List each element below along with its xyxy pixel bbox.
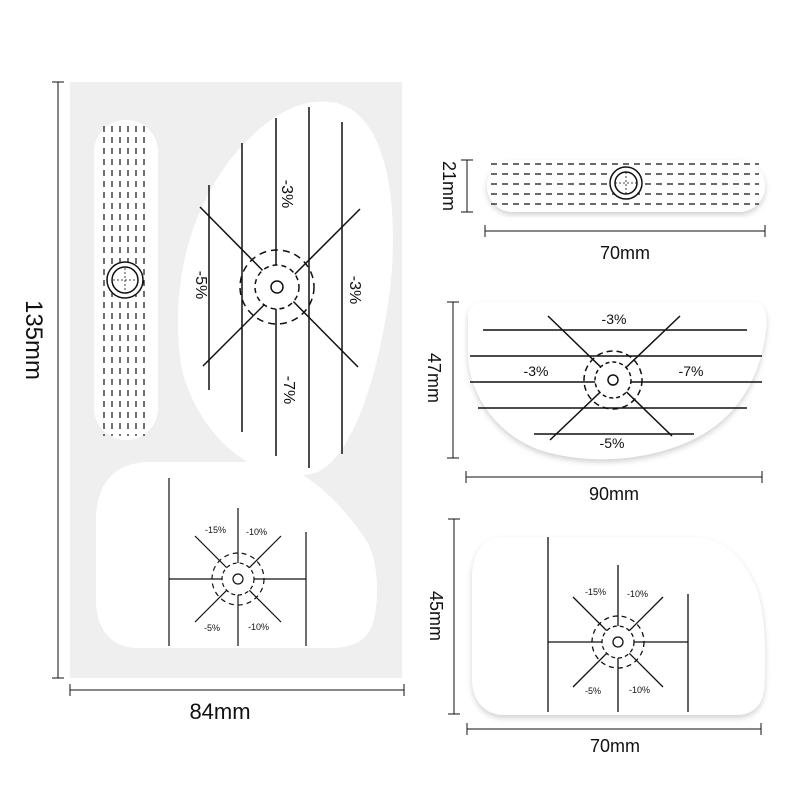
driver-label-right: -7%	[679, 363, 704, 379]
sheet-putter-label-bottom-left: -5%	[204, 623, 220, 633]
sheet-driver-label-top: -3%	[278, 180, 295, 208]
strip-height-label: 21mm	[439, 161, 459, 211]
strip-target-icon	[609, 166, 643, 200]
sheet-putter-label-top-left: -15%	[205, 525, 226, 535]
putter-label-bottom-right: -10%	[629, 685, 650, 695]
putter-label-bottom-left: -5%	[585, 686, 601, 696]
sheet-strip-target-icon	[106, 261, 144, 299]
putter-height-dimension	[448, 518, 460, 715]
sheet-putter-label-bottom-right: -10%	[248, 622, 269, 632]
sheet-width-label: 84mm	[189, 699, 250, 724]
putter-height-label: 45mm	[426, 591, 446, 641]
putter-width-label: 70mm	[590, 736, 640, 756]
driver-width-label: 90mm	[589, 484, 639, 504]
sheet-putter-sticker: -15% -10% -5% -10%	[96, 462, 378, 648]
sheet-putter-label-top-right: -10%	[246, 527, 267, 537]
sheet-width-dimension	[69, 684, 405, 696]
strip-sticker	[487, 160, 765, 212]
sheet-driver-sticker: -3% -5% -3% -7%	[177, 101, 393, 476]
driver-height-label: 47mm	[424, 353, 444, 403]
sheet-driver-label-right: -3%	[346, 276, 363, 304]
driver-width-dimension	[465, 471, 763, 483]
strip-width-label: 70mm	[600, 243, 650, 263]
putter-sticker: -15% -10% -5% -10%	[472, 537, 766, 715]
putter-width-dimension	[466, 723, 762, 735]
putter-label-top-left: -15%	[585, 587, 606, 597]
driver-height-dimension	[447, 301, 459, 459]
driver-label-left: -3%	[524, 363, 549, 379]
strip-height-dimension	[461, 159, 473, 213]
driver-label-bottom: -5%	[600, 435, 625, 451]
sheet-height-dimension	[52, 81, 64, 679]
sheet-strip-sticker	[94, 120, 158, 440]
sheet-driver-label-left: -5%	[192, 271, 209, 299]
driver-label-top: -3%	[602, 311, 627, 327]
putter-label-top-right: -10%	[627, 589, 648, 599]
sheet-height-label: 135mm	[20, 300, 47, 380]
sheet-driver-label-bottom: -7%	[280, 376, 297, 404]
driver-sticker: -3% -3% -7% -5%	[468, 302, 767, 460]
strip-width-dimension	[484, 225, 766, 237]
